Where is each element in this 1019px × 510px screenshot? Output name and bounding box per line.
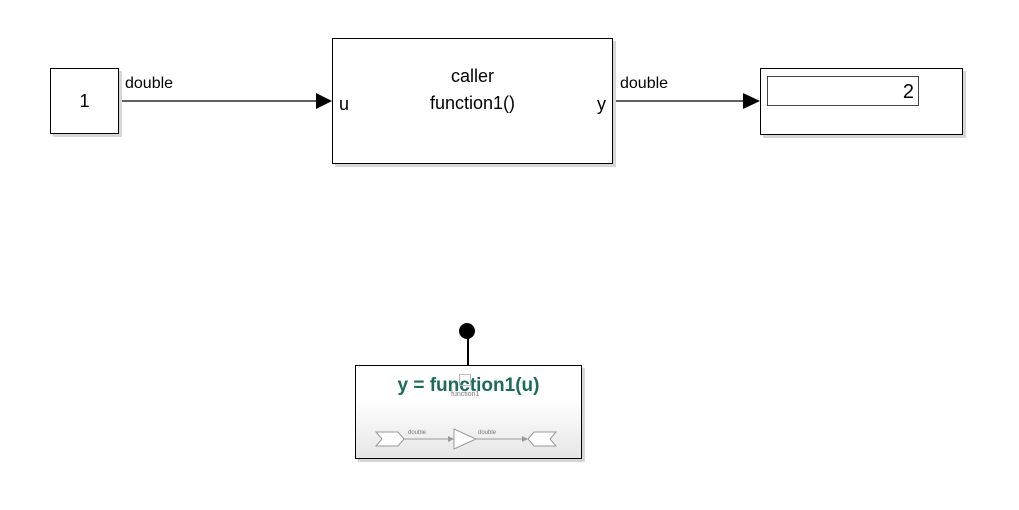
constant-block[interactable]: 1 — [50, 68, 119, 134]
output-port-label: y — [597, 94, 606, 114]
gain-icon — [453, 428, 478, 450]
constant-value: 1 — [79, 91, 90, 111]
argin-port-icon — [374, 431, 405, 447]
caller-title: caller — [450, 66, 494, 86]
trigger-subsystem-icon — [459, 374, 471, 386]
preview-signal-label-out: double — [478, 430, 497, 436]
display-value: 2 — [902, 81, 914, 103]
simulink-function-block[interactable]: y = function1(u) function1 double double — [355, 365, 582, 459]
input-port-label: u — [339, 94, 350, 114]
function-trigger-stem — [467, 332, 469, 365]
function-subsystem-name: function1 — [451, 391, 480, 398]
function-caller-block[interactable]: caller function1() u y — [332, 38, 613, 164]
preview-arrow-2 — [522, 436, 528, 442]
function-preview-diagram — [374, 428, 558, 450]
caller-function-call: function1() — [429, 93, 516, 113]
arrowhead-display-input — [743, 93, 760, 109]
function-trigger-port-icon — [459, 323, 475, 339]
display-block[interactable]: 2 — [760, 68, 963, 135]
signal-type-label-in: double — [125, 75, 174, 92]
signal-type-label-out: double — [620, 75, 669, 92]
argout-port-icon — [527, 431, 558, 447]
display-readout: 2 — [767, 76, 919, 106]
preview-signal-label-in: double — [408, 430, 427, 436]
preview-arrow-1 — [448, 436, 454, 442]
arrowhead-caller-input — [316, 93, 332, 109]
